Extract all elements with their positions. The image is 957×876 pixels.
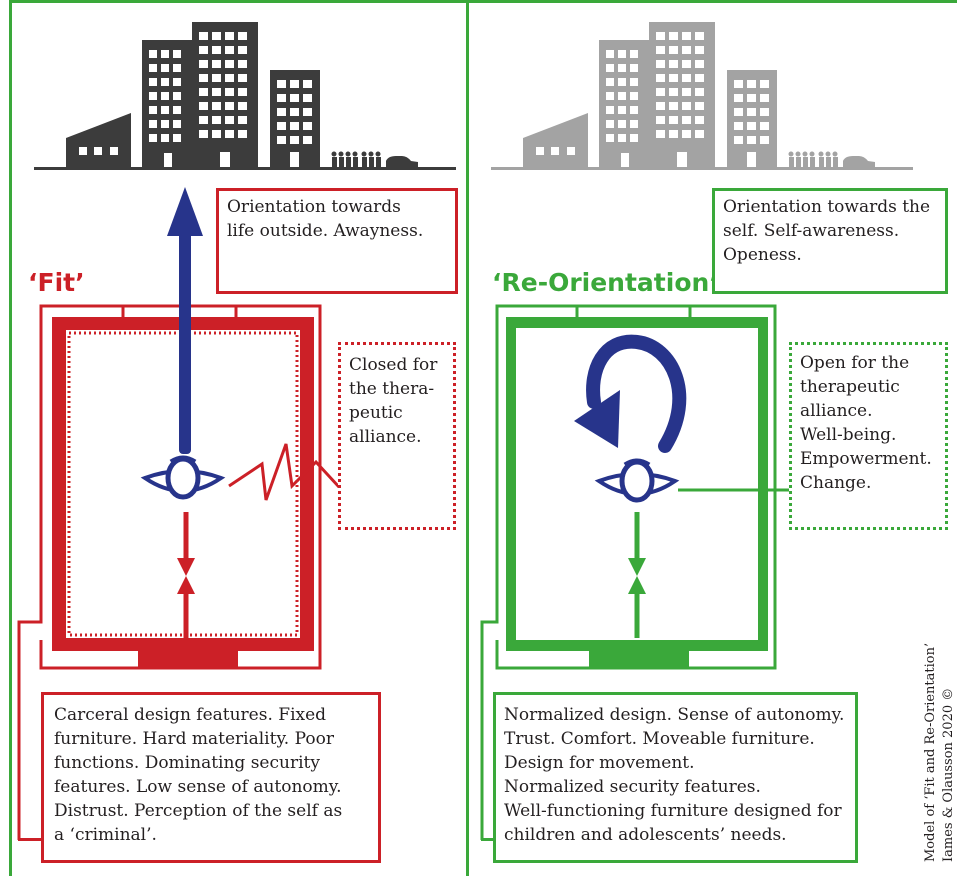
- box-line: Orientation towards the: [723, 197, 931, 217]
- box-line: Well-being.: [800, 425, 897, 445]
- fit-outside-box: Orientation towards life outside. Awayne…: [216, 188, 458, 294]
- box-line: children and adolescents’ needs.: [504, 825, 787, 845]
- box-line: Orientation towards: [227, 197, 401, 217]
- reorientation-self-box: Orientation towards the self. Self-aware…: [712, 188, 948, 294]
- box-line: Normalized design. Sense of autonomy.: [504, 705, 845, 725]
- box-line: Well-functioning furniture designed for: [504, 801, 842, 821]
- reorientation-alliance-box: Open for the therapeutic alliance. Well-…: [789, 342, 948, 530]
- box-line: Distrust. Perception of the self as: [54, 801, 343, 821]
- fit-design-box: Carceral design features. Fixed furnitur…: [41, 692, 381, 863]
- zigzag-line-icon: [228, 443, 341, 501]
- reorientation-design-box: Normalized design. Sense of autonomy. Tr…: [493, 692, 858, 863]
- box-line: Empowerment.: [800, 449, 932, 469]
- box-line: life outside. Awayness.: [227, 221, 424, 241]
- arrow-up-icon: [167, 187, 203, 454]
- circular-arrow-icon: [574, 334, 687, 453]
- box-line: Closed for: [349, 355, 438, 375]
- box-line: Openess.: [723, 245, 802, 265]
- box-line: peutic: [349, 403, 403, 423]
- box-line: Carceral design features. Fixed: [54, 705, 327, 725]
- box-line: features. Low sense of autonomy.: [54, 777, 342, 797]
- credit-line: Model of ‘Fit and Re-Orientation’: [923, 642, 938, 862]
- fit-title: ‘Fit’: [28, 268, 85, 297]
- box-line: alliance.: [800, 401, 873, 421]
- box-line: Trust. Comfort. Moveable furniture.: [504, 729, 815, 749]
- credit-line: Iames & Olausson 2020 ©: [941, 687, 956, 862]
- box-line: therapeutic: [800, 377, 900, 397]
- box-line: furniture. Hard materiality. Poor: [54, 729, 334, 749]
- box-line: Design for movement.: [504, 753, 695, 773]
- city-skyline-icon: [34, 22, 456, 170]
- box-line: Change.: [800, 473, 872, 493]
- box-line: Open for the: [800, 353, 910, 373]
- box-line: the thera-: [349, 379, 435, 399]
- box-line: functions. Dominating security: [54, 753, 320, 773]
- city-skyline-icon: [491, 22, 913, 170]
- box-line: alliance.: [349, 427, 422, 447]
- box-line: Normalized security features.: [504, 777, 761, 797]
- fit-alliance-box: Closed for the thera- peutic alliance.: [338, 342, 456, 530]
- reorientation-title: ‘Re-Orientation’: [492, 268, 719, 297]
- box-line: self. Self-awareness.: [723, 221, 900, 241]
- box-line: a ‘criminal’.: [54, 825, 157, 845]
